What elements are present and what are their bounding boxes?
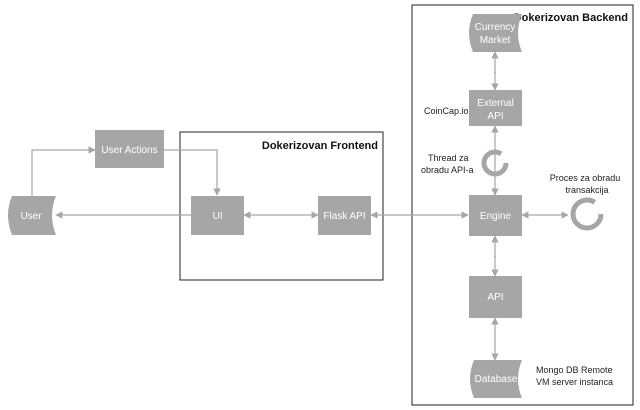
thread-cycle-icon: [481, 149, 509, 177]
connector-mark-2: ◦: [494, 252, 497, 261]
api-node: [469, 276, 522, 318]
currency-market-label-1: Currency: [475, 22, 516, 33]
proces-label-1: Proces za obradu: [550, 173, 621, 183]
thread-label-2: obradu API-a: [421, 165, 474, 175]
api-label: API: [487, 292, 503, 303]
ui-label: UI: [213, 211, 223, 222]
coincap-label: CoinCap.io: [424, 106, 469, 116]
user-node: [8, 196, 56, 235]
proces-cycle-icon: [570, 197, 604, 231]
flask-api-label: Flask API: [323, 211, 365, 222]
frontend-frame: [179, 131, 384, 281]
database-label: Database: [475, 374, 518, 385]
mongo-label-1: Mongo DB Remote: [536, 365, 613, 375]
currency-market-node: [469, 14, 522, 52]
ui-node: [191, 196, 244, 235]
external-api-node: [469, 90, 522, 126]
backend-frame: [411, 4, 634, 406]
user-actions-node: [95, 130, 164, 168]
edge-user-to-useractions: [31, 146, 96, 196]
connector-mark-1: ◦: [494, 68, 497, 77]
currency-market-label-2: Market: [480, 35, 511, 46]
engine-node: [469, 195, 522, 236]
engine-label: Engine: [480, 211, 512, 222]
edge-useractions-to-ui: [164, 149, 221, 196]
frontend-title: Dokerizovan Frontend: [262, 140, 378, 152]
proces-label-2: transakcija: [565, 185, 608, 195]
user-label: User: [20, 211, 42, 222]
backend-title: Dokerizovan Backend: [514, 12, 628, 24]
user-actions-label: User Actions: [101, 145, 157, 156]
flask-api-node: [318, 196, 371, 235]
thread-label-1: Thread za: [428, 153, 469, 163]
external-api-label-2: API: [487, 111, 503, 122]
external-api-label-1: External: [477, 98, 514, 109]
mongo-label-2: VM server instanca: [536, 377, 613, 387]
database-node: [470, 360, 522, 398]
